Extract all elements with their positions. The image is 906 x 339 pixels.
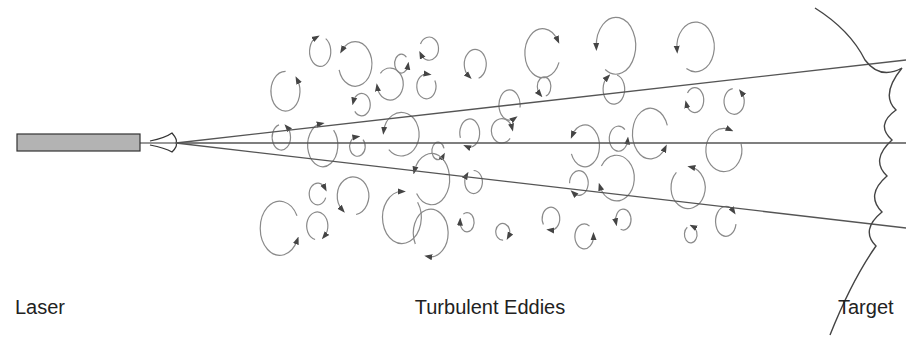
laser-body — [17, 134, 140, 151]
caption-label: Turbulent Eddies — [415, 296, 565, 319]
eddy — [307, 212, 328, 240]
eddy — [464, 49, 486, 78]
eddy — [596, 17, 635, 74]
eddy — [724, 89, 744, 115]
eddy — [496, 224, 510, 241]
laser-aperture — [140, 133, 178, 152]
eddy — [632, 108, 667, 159]
eddy — [706, 128, 742, 171]
eddy — [309, 183, 325, 205]
eddy — [310, 38, 331, 67]
eddy — [686, 88, 703, 113]
eddy — [525, 29, 559, 78]
eddy — [272, 125, 290, 150]
eddy — [571, 125, 599, 167]
eddy — [417, 74, 436, 99]
eddy — [271, 71, 300, 111]
eddy — [413, 209, 448, 257]
eddy — [677, 22, 714, 72]
eddy — [353, 93, 370, 115]
caption-label: Laser — [15, 296, 65, 319]
eddy — [716, 206, 736, 236]
eddy — [350, 137, 366, 156]
turbulent-eddies — [260, 17, 744, 256]
eddy — [684, 227, 697, 243]
eddy — [616, 209, 631, 230]
eddy — [383, 192, 422, 244]
eddy — [575, 224, 594, 249]
eddy — [337, 177, 369, 215]
eddy — [432, 142, 444, 160]
eddy — [603, 75, 625, 104]
eddy — [465, 171, 483, 194]
eddy — [491, 119, 512, 143]
eddy — [537, 77, 551, 96]
target-surface — [815, 8, 902, 335]
eddy — [260, 201, 297, 255]
laser-beam — [176, 60, 906, 228]
eddy — [421, 37, 439, 60]
caption-label: Target — [838, 296, 894, 319]
eddy — [609, 126, 627, 151]
eddy — [377, 68, 403, 100]
eddy — [542, 207, 560, 230]
eddy — [460, 213, 474, 232]
eddy — [570, 171, 589, 196]
eddy — [339, 42, 372, 87]
eddy — [415, 154, 450, 205]
